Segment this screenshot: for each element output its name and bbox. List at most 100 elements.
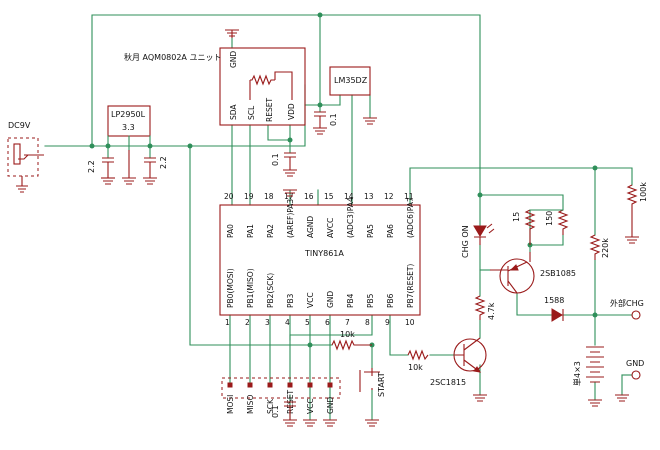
resistor-base: 10k xyxy=(407,349,429,372)
ground-isp-vcc xyxy=(303,419,317,427)
mcu-pin-name: PB7(RESET) xyxy=(406,264,415,308)
mcu-pin-number: 5 xyxy=(305,318,310,327)
diode-label: 1588 xyxy=(544,296,564,305)
mcu-pin-name: PA5 xyxy=(366,224,375,238)
resistor-220k: 220k xyxy=(589,234,610,260)
mcu-pin-number: 10 xyxy=(405,318,415,327)
resistor-15: 15 xyxy=(512,209,536,245)
mcu-pin-name: GND xyxy=(326,291,335,308)
mcu-pin-name: AGND xyxy=(306,216,315,238)
resistor-pullup: 10k xyxy=(331,330,372,351)
chg-on-label: CHG ON xyxy=(461,225,470,258)
mcu-pin-name: PB5 xyxy=(366,293,375,308)
cap-vdd: 0.1 xyxy=(271,152,297,177)
r-coll-value: 4.7k xyxy=(487,302,496,320)
mcu-pin-name: (AREF)PA3 xyxy=(286,199,295,238)
isp-pin-marker xyxy=(327,382,333,388)
ground-reg xyxy=(122,150,136,185)
dc-label: DC9V xyxy=(8,121,31,130)
mcu-pin-number: 9 xyxy=(385,318,390,327)
battery-label: 単4×3 xyxy=(572,361,582,386)
mcu-pin-name: (ADC6)PA7 xyxy=(406,197,415,238)
mcu-pin-name: PB6 xyxy=(386,293,395,308)
lcd-pin-sda: SDA xyxy=(229,104,238,120)
cap-in: 2.2 xyxy=(87,157,115,185)
mcu-bottom-pins: 1PB0(MOSI)2PB1(MISO)3PB2(SCK)4PB35VCC6GN… xyxy=(225,264,415,327)
led-chg: CHG ON xyxy=(461,223,495,258)
mcu-pin-number: 6 xyxy=(325,318,330,327)
diode-1588: 1588 xyxy=(544,296,564,322)
resistor-100k: 100k xyxy=(625,182,648,244)
transistor-pnp: 2SB1085 xyxy=(490,252,576,294)
mcu-pin-name: PB1(MISO) xyxy=(246,268,255,308)
reg-name: LP2950L xyxy=(111,110,146,119)
mcu-pin-name: PB4 xyxy=(346,293,355,308)
mcu-pin-number: 19 xyxy=(244,192,254,201)
mcu-pin-name: (ADC3)PA4 xyxy=(346,197,355,238)
lcd-pin-reset: RESET xyxy=(265,98,274,122)
transistor-npn: 2SC1815 xyxy=(430,337,487,402)
mcu-pin-number: 2 xyxy=(245,318,250,327)
mcu-pin-number: 18 xyxy=(264,192,274,201)
lcd-pin-scl: SCL xyxy=(247,105,256,120)
ext-chg-label: 外部CHG xyxy=(610,298,644,308)
mcu-pin-number: 15 xyxy=(324,192,334,201)
mcu-pin-name: AVCC xyxy=(326,218,335,238)
isp-pin-marker xyxy=(247,382,253,388)
junction-dots xyxy=(89,12,598,348)
mcu-pin-number: 12 xyxy=(384,192,394,201)
mcu-pin-name: PA6 xyxy=(386,224,395,238)
isp-pin-marker xyxy=(307,382,313,388)
resistor-150: 150 xyxy=(545,209,569,235)
isp-pin-label: GND xyxy=(326,397,335,414)
lcd-title: 秋月 AQM0802A ユニット xyxy=(124,52,221,62)
mcu-pin-number: 4 xyxy=(285,318,290,327)
lcd-pin-vdd: VDD xyxy=(287,103,296,120)
cap-lm35-value: 0.1 xyxy=(329,113,338,126)
mcu-pin-name: PA2 xyxy=(266,224,275,238)
lcd-pin-gnd: GND xyxy=(229,51,238,68)
npn-name: 2SC1815 xyxy=(430,378,466,387)
mcu-pin-name: PB2(SCK) xyxy=(266,273,275,308)
isp-pin-marker xyxy=(287,382,293,388)
mcu-pin-number: 7 xyxy=(345,318,350,327)
mcu-top-pins: 20PA019PA118PA217(AREF)PA316AGND15AVCC14… xyxy=(224,192,415,238)
cap-isp-value: 0.1 xyxy=(271,405,280,418)
r-15-value: 15 xyxy=(512,212,521,222)
mcu-name: TINY861A xyxy=(304,249,344,258)
start-switch: START xyxy=(359,368,386,427)
mcu-pin-name: VCC xyxy=(306,292,315,308)
lm35-name: LM35DZ xyxy=(334,76,368,85)
mcu-pin-number: 16 xyxy=(304,192,314,201)
cap-in-value: 2.2 xyxy=(87,160,96,173)
pnp-name: 2SB1085 xyxy=(540,269,576,278)
cap-out: 2.2 xyxy=(143,156,168,185)
mcu-pin-number: 11 xyxy=(404,192,414,201)
dc-jack: DC9V xyxy=(7,121,44,193)
mcu-pin-name: PA1 xyxy=(246,224,255,238)
terminal-gnd: GND xyxy=(615,359,644,402)
mcu-pin-number: 13 xyxy=(364,192,374,201)
mcu-pin-number: 1 xyxy=(225,318,230,327)
r-100k-value: 100k xyxy=(639,182,648,202)
terminal-ext-chg: 外部CHG xyxy=(610,298,644,320)
mcu-pin-name: PA0 xyxy=(226,224,235,238)
isp-pin-marker xyxy=(267,382,273,388)
wires xyxy=(44,14,633,421)
isp-pin-marker xyxy=(227,382,233,388)
cap-isp: 0.1 xyxy=(271,401,297,427)
cap-lm35: 0.1 xyxy=(313,111,338,135)
regulator-lp2950: LP2950L 3.3 xyxy=(107,105,151,151)
isp-pin-label: SCK xyxy=(266,398,275,414)
r-150-value: 150 xyxy=(545,211,554,226)
mcu-pin-number: 20 xyxy=(224,192,234,201)
isp-header xyxy=(221,377,341,399)
resistor-collector: 4.7k xyxy=(474,295,496,320)
isp-pin-label: MISO xyxy=(246,395,255,414)
mcu-pin-number: 14 xyxy=(344,192,354,201)
lcd-module: 秋月 AQM0802A ユニット GND SDA SCL RESET VDD xyxy=(124,29,306,126)
r-base-value: 10k xyxy=(408,363,423,372)
ground-isp-gnd xyxy=(323,419,337,427)
r-220k-value: 220k xyxy=(601,238,610,258)
